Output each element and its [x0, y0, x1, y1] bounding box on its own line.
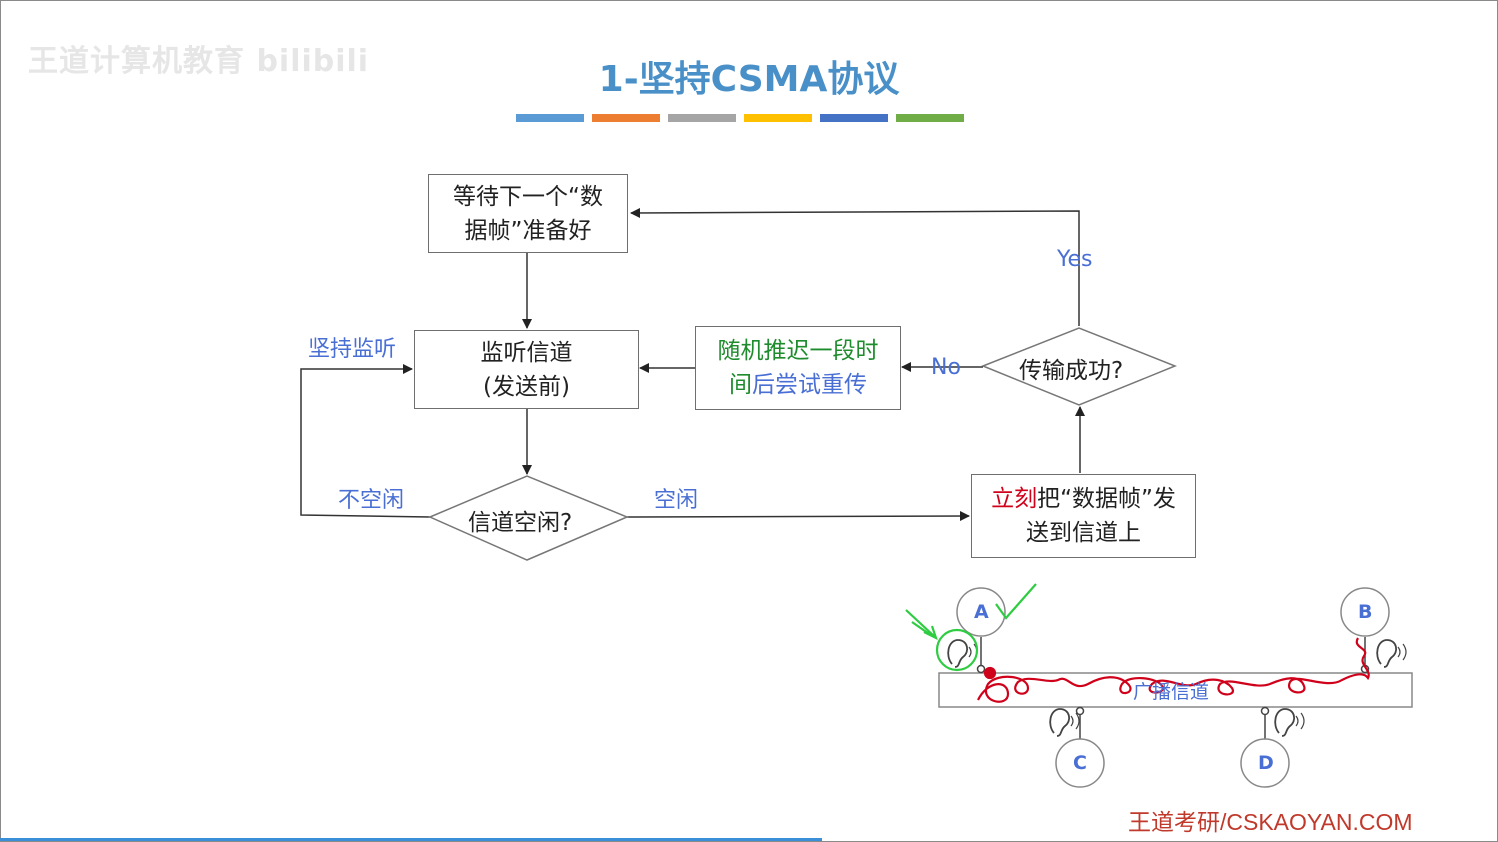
- node-d-circle: [1240, 738, 1290, 788]
- red-signal-scribble: [977, 637, 1370, 703]
- node-c-circle: [1055, 738, 1105, 788]
- node-a-circle: [956, 587, 1006, 637]
- video-watermark: 王道计算机教育 bilibili: [28, 44, 370, 79]
- color-bar: [668, 114, 736, 122]
- random-backoff-box: 随机推迟一段时 间后尝试重传: [695, 326, 901, 410]
- not-idle-label: 不空闲: [338, 488, 405, 513]
- success-check-label: 传输成功?: [1019, 358, 1124, 384]
- color-bar: [516, 114, 584, 122]
- idle-check-label: 信道空闲?: [468, 510, 573, 536]
- green-annotation: [905, 583, 1037, 672]
- idle-label: 空闲: [654, 488, 699, 513]
- node-d-label: D: [1258, 752, 1274, 774]
- arrow-yes-to-wait: [630, 207, 1080, 326]
- color-bar: [592, 114, 660, 122]
- ear-icon: [1274, 708, 1305, 737]
- arrow-not-idle-loop: [300, 364, 431, 518]
- node-b-label: B: [1358, 601, 1373, 623]
- persist-listen-label: 坚持监听: [308, 337, 397, 362]
- ear-icon: [1376, 639, 1407, 668]
- color-bar: [820, 114, 888, 122]
- color-bar-strip: [516, 114, 964, 122]
- diamond-idle-check: [428, 475, 629, 561]
- ear-icon: [1049, 708, 1080, 737]
- listen-channel-box: 监听信道 (发送前): [414, 330, 639, 409]
- arrow-idle-to-send: [626, 511, 970, 522]
- node-b-circle: [1340, 587, 1390, 637]
- diamond-success-check: [980, 327, 1178, 406]
- yes-label: Yes: [1057, 247, 1093, 272]
- no-label: No: [931, 355, 961, 380]
- node-c-label: C: [1073, 752, 1087, 774]
- color-bar: [896, 114, 964, 122]
- playback-progress-bar[interactable]: [0, 838, 822, 841]
- node-a-label: A: [974, 601, 989, 623]
- send-frame-box: 立刻把“数据帧”发 送到信道上: [971, 474, 1196, 558]
- color-bar: [744, 114, 812, 122]
- footer-brand: 王道考研/CSKAOYAN.COM: [1128, 809, 1413, 835]
- wait-next-frame-box: 等待下一个“数 据帧”准备好: [428, 174, 628, 253]
- broadcast-channel-label: 广播信道: [1133, 681, 1210, 703]
- slide-title: 1-坚持CSMA协议: [598, 59, 900, 100]
